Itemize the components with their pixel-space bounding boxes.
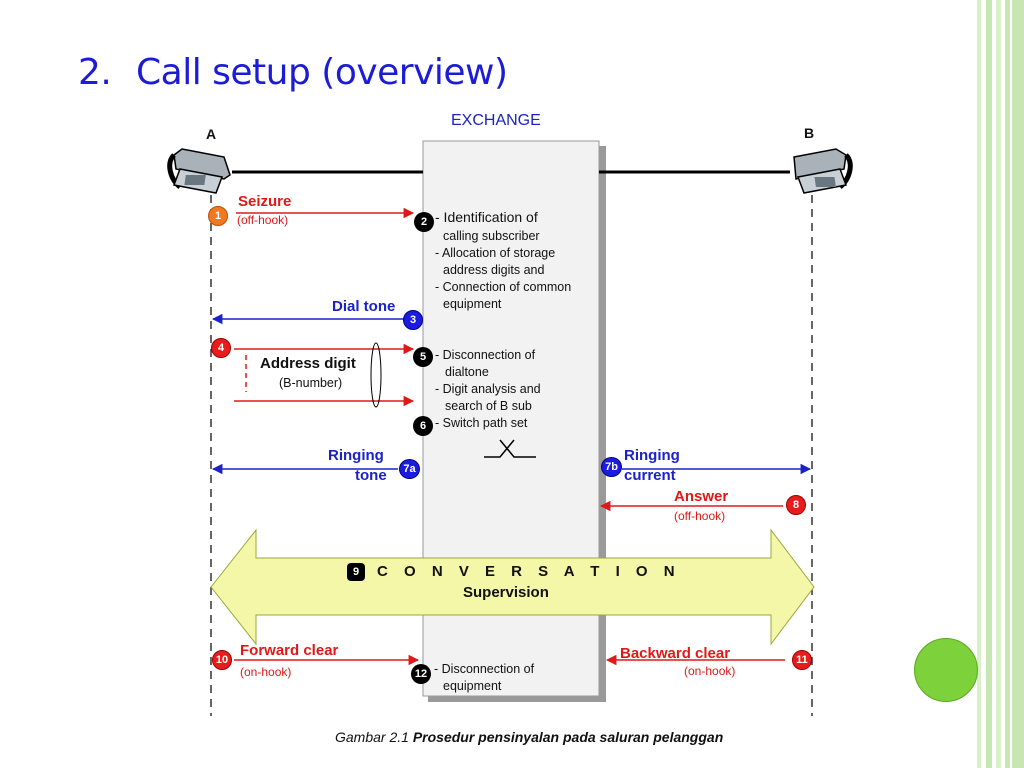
address-digit-label: Address digit xyxy=(260,355,356,372)
side-stripe xyxy=(977,0,981,768)
step-5-line-1: - Disconnection of xyxy=(435,348,536,362)
figure-caption: Gambar 2.1 Prosedur pensinyalan pada sal… xyxy=(335,729,723,745)
backward-clear-label: Backward clear xyxy=(620,645,731,662)
step-5-line-2: dialtone xyxy=(445,365,489,379)
conversation-label: C O N V E R S A T I O N xyxy=(377,563,680,580)
step-8-badge: 8 xyxy=(786,495,806,515)
seizure-label: Seizure xyxy=(238,193,292,210)
step-2-badge: 2 xyxy=(414,212,434,232)
answer-sub: (off-hook) xyxy=(674,509,726,523)
ringing-current-label-2: current xyxy=(624,467,676,484)
exchange-label: EXCHANGE xyxy=(451,112,541,129)
party-b-label: B xyxy=(804,125,815,141)
side-stripe xyxy=(996,0,1001,768)
supervision-label: Supervision xyxy=(463,584,549,601)
step-2-line-6: equipment xyxy=(443,297,502,311)
step-2-line-5: - Connection of common xyxy=(435,280,572,294)
decorative-green-circle xyxy=(914,638,978,702)
side-stripe xyxy=(986,0,992,768)
dial-tone-label: Dial tone xyxy=(332,298,396,315)
telephone-b-icon xyxy=(793,148,853,194)
address-digit-brace xyxy=(370,342,382,408)
step-5-badge: 5 xyxy=(413,347,433,367)
address-digit-sub: (B-number) xyxy=(279,376,343,390)
side-stripe xyxy=(1005,0,1024,768)
forward-clear-sub: (on-hook) xyxy=(240,665,292,679)
step-12-badge: 12 xyxy=(411,664,431,684)
step-11-badge: 11 xyxy=(792,650,812,670)
telephone-a-icon xyxy=(167,148,231,194)
ringing-current-label-1: Ringing xyxy=(624,447,680,464)
step-12-line-1: - Disconnection of xyxy=(434,662,535,676)
step-5-line-3: - Digit analysis and xyxy=(435,382,541,396)
step-3-badge: 3 xyxy=(403,310,423,330)
slide-title-text: Call setup (overview) xyxy=(136,52,508,93)
answer-label: Answer xyxy=(674,488,729,505)
seizure-sub: (off-hook) xyxy=(237,213,289,227)
step-5-line-4: search of B sub xyxy=(445,399,532,413)
conversation-arrow xyxy=(210,528,815,646)
slide-title: 2. Call setup (overview) xyxy=(78,52,508,93)
step-7b-badge: 7b xyxy=(601,457,622,477)
backward-clear-sub: (on-hook) xyxy=(684,664,736,678)
step-2-line-1: - Identification of xyxy=(435,209,538,225)
step-4-badge: 4 xyxy=(211,338,231,358)
step-12-line-2: equipment xyxy=(443,679,502,693)
slide-title-number: 2. xyxy=(78,52,112,93)
step-9-badge: 9 xyxy=(347,563,365,581)
step-10-badge: 10 xyxy=(212,650,232,670)
caption-text: Prosedur pensinyalan pada saluran pelang… xyxy=(412,729,724,745)
caption-prefix: Gambar 2.1 xyxy=(335,729,409,745)
step-2-line-3: - Allocation of storage xyxy=(435,246,556,260)
step-1-badge: 1 xyxy=(208,206,228,226)
side-stripe xyxy=(1010,0,1012,768)
step-6-line: - Switch path set xyxy=(435,416,528,430)
ringing-tone-label-2: tone xyxy=(355,467,387,484)
step-2-line-4: address digits and xyxy=(443,263,545,277)
party-a-label: A xyxy=(206,126,217,142)
forward-clear-label: Forward clear xyxy=(240,642,339,659)
switch-path-symbol xyxy=(484,439,536,458)
step-2-line-2: calling subscriber xyxy=(443,229,540,243)
step-7a-badge: 7a xyxy=(399,459,420,479)
ringing-tone-label-1: Ringing xyxy=(328,447,384,464)
step-6-badge: 6 xyxy=(413,416,433,436)
